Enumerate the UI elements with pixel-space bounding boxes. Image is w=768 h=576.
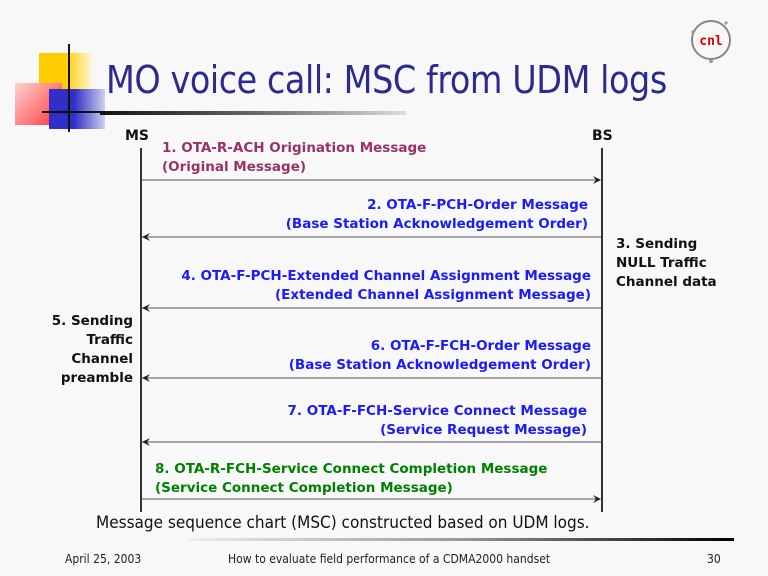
diagram-caption: Message sequence chart (MSC) constructed… bbox=[96, 513, 590, 533]
message-2-name: 2. OTA-F-PCH-Order Message bbox=[367, 197, 588, 213]
ms-note-line: preamble bbox=[60, 370, 133, 386]
arrow-8-ms-to-bs bbox=[142, 495, 601, 503]
decor-horizontal-line bbox=[42, 111, 108, 113]
decor-blue-square bbox=[49, 89, 105, 129]
ms-note-traffic-preamble: 5. Sending Traffic Channel preamble bbox=[52, 312, 133, 388]
ms-note-line: Traffic bbox=[86, 332, 133, 348]
arrow-1-ms-to-bs bbox=[142, 176, 601, 184]
bs-note-line: Channel data bbox=[616, 274, 717, 290]
message-1-subtitle: (Original Message) bbox=[162, 159, 307, 175]
actor-ms: MS bbox=[125, 128, 150, 144]
message-2: 2. OTA-F-PCH-Order Message (Base Station… bbox=[286, 196, 588, 234]
logo-text: cnl bbox=[699, 34, 722, 49]
cnl-logo-icon: cnl bbox=[691, 20, 731, 63]
message-6: 6. OTA-F-FCH-Order Message (Base Station… bbox=[289, 337, 591, 375]
message-8-name: 8. OTA-R-FCH-Service Connect Completion … bbox=[155, 461, 548, 477]
page-number: 30 bbox=[707, 552, 721, 566]
arrow-7-bs-to-ms bbox=[142, 438, 601, 446]
message-6-subtitle: (Base Station Acknowledgement Order) bbox=[288, 357, 591, 373]
message-1: 1. OTA-R-ACH Origination Message (Origin… bbox=[162, 139, 426, 177]
ms-note-line: Channel bbox=[71, 351, 133, 367]
bs-note-line: 3. Sending bbox=[616, 236, 698, 252]
footer-rule bbox=[188, 538, 734, 541]
message-8-subtitle: (Service Connect Completion Message) bbox=[155, 480, 453, 496]
lifeline-bs bbox=[601, 148, 603, 512]
ms-note-line: 5. Sending bbox=[51, 313, 133, 329]
slide-title: MO voice call: MSC from UDM logs bbox=[106, 58, 667, 102]
message-7-name: 7. OTA-F-FCH-Service Connect Message bbox=[287, 403, 587, 419]
message-2-subtitle: (Base Station Acknowledgement Order) bbox=[285, 216, 588, 232]
message-6-name: 6. OTA-F-FCH-Order Message bbox=[370, 338, 591, 354]
message-7: 7. OTA-F-FCH-Service Connect Message (Se… bbox=[288, 402, 587, 440]
arrow-6-bs-to-ms bbox=[142, 374, 601, 382]
bs-note-null-traffic: 3. Sending NULL Traffic Channel data bbox=[616, 235, 717, 292]
message-8: 8. OTA-R-FCH-Service Connect Completion … bbox=[155, 460, 547, 498]
message-7-subtitle: (Service Request Message) bbox=[380, 422, 587, 438]
actor-bs: BS bbox=[592, 128, 613, 144]
footer-date: April 25, 2003 bbox=[65, 552, 142, 566]
message-1-name: 1. OTA-R-ACH Origination Message bbox=[162, 140, 427, 156]
footer-title: How to evaluate field performance of a C… bbox=[228, 552, 551, 566]
arrow-2-bs-to-ms bbox=[142, 233, 601, 241]
lifeline-ms bbox=[140, 148, 142, 512]
message-4-subtitle: (Extended Channel Assignment Message) bbox=[274, 287, 591, 303]
bs-note-line: NULL Traffic bbox=[616, 255, 707, 271]
decor-vertical-line bbox=[68, 44, 70, 132]
title-underline bbox=[100, 111, 406, 115]
message-4: 4. OTA-F-PCH-Extended Channel Assignment… bbox=[181, 267, 591, 305]
arrow-4-bs-to-ms bbox=[142, 304, 601, 312]
message-4-name: 4. OTA-F-PCH-Extended Channel Assignment… bbox=[181, 268, 591, 284]
